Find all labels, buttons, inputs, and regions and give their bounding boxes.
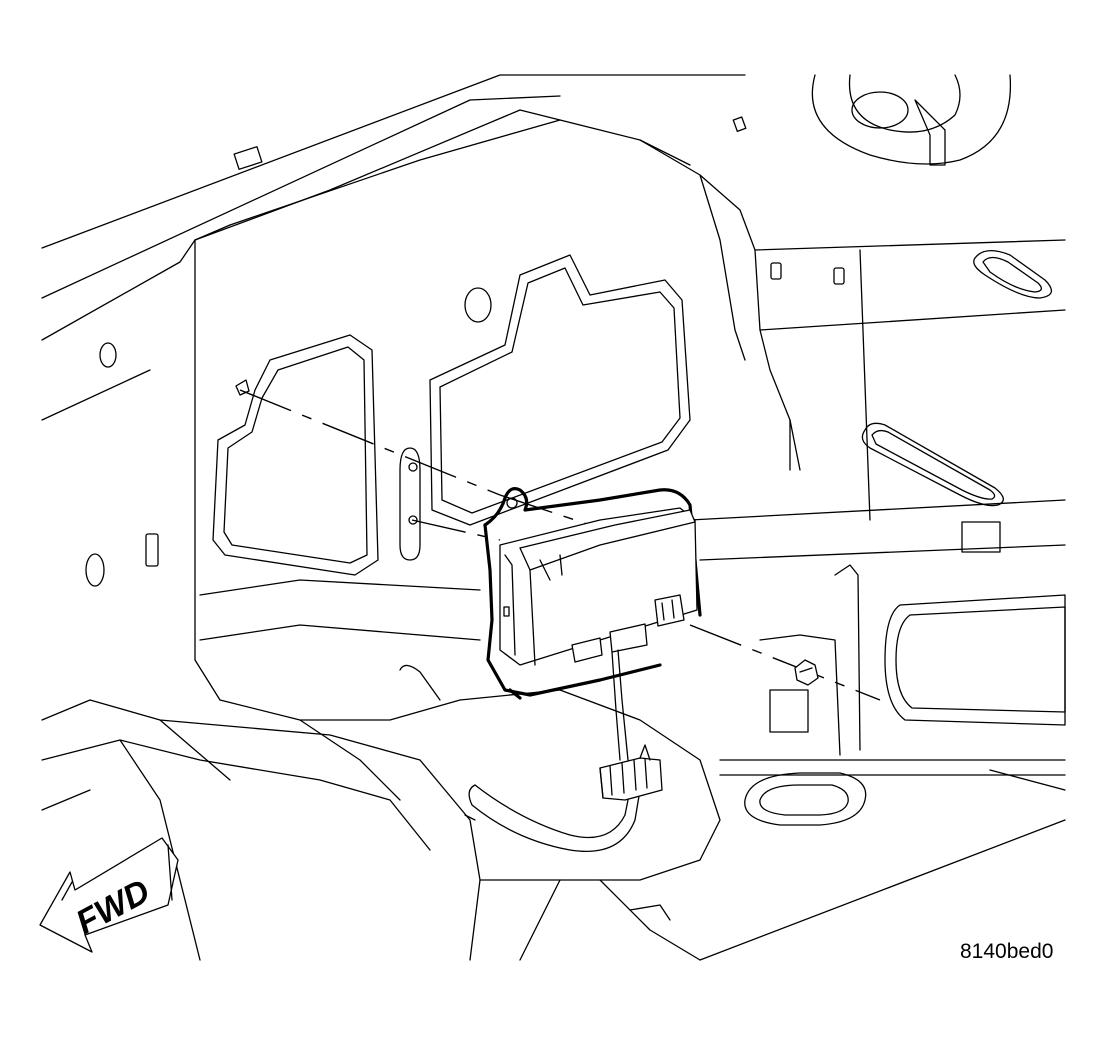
top-right-opening: [732, 74, 1012, 166]
electronic-module: [499, 507, 698, 666]
push-pin-fastener: [794, 659, 819, 686]
harness-connector: [599, 744, 663, 801]
pillar-panel: [194, 109, 791, 701]
right-floor-panel: [689, 239, 1066, 961]
module-bracket: [483, 487, 702, 700]
fwd-direction-arrow: FWD: [39, 837, 179, 953]
left-body-panel: [41, 74, 746, 587]
wire-harness: [464, 649, 641, 853]
fastener-screw: [235, 379, 418, 525]
floor-tunnel: [41, 664, 721, 961]
figure-reference-id: 8140bed0: [960, 940, 1054, 963]
